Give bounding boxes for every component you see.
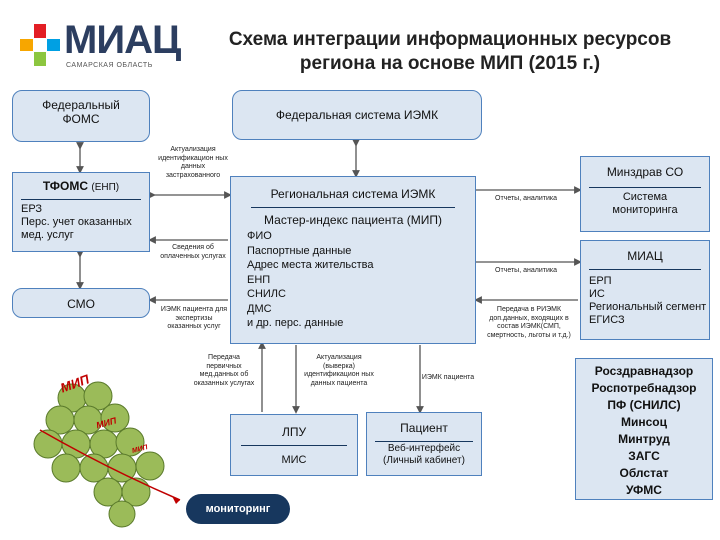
mip-item: и др. перс. данные [247,317,344,329]
label-riemk-transfer: Передача в РИЭМК доп.данных, входящих в … [487,306,571,339]
mip-item: ЕНП [247,273,271,286]
regional-iemk-box: Региональная система ИЭМК Мастер-индекс … [230,176,476,344]
minzdrav-box: Минздрав СО Система мониторинга [580,156,710,232]
logo-subtitle: САМАРСКАЯ ОБЛАСТЬ [66,62,153,69]
divider [589,187,701,188]
agency-item: ПФ (СНИЛС) [607,398,681,412]
mip-item: СНИЛС [247,288,286,300]
smo-box: СМО [12,288,150,318]
agency-item: Росздравнадзор [594,364,694,378]
federal-iemk-label: Федеральная система ИЭМК [275,108,439,122]
divider [251,207,455,208]
miac-body: ЕРП ИС Региональный сегмент ЕГИСЗ [589,275,707,326]
divider [375,441,473,442]
divider [589,269,701,270]
agencies-box: Росздравнадзор Роспотребнадзор ПФ (СНИЛС… [575,358,713,500]
page-title: Схема интеграции информационных ресурсов… [228,29,672,74]
logo: МИАЦ САМАРСКАЯ ОБЛАСТЬ [20,18,190,72]
label-actualization-top: Актуализация идентификацион ных данных з… [158,146,228,179]
lpu-title: ЛПУ [281,425,307,439]
tfoms-heading: ТФОМС (ЕНП) [13,173,149,195]
label-actualization-bottom: Актуализация (выверка) идентификацион ны… [304,354,374,387]
label-reports-1: Отчеты, аналитика [495,195,557,202]
agency-item: УФМС [626,483,662,497]
mip-title: Мастер-индекс пациента (МИП) [264,213,442,227]
label-paid-info: Сведения об оплаченных услугах [160,244,226,260]
label-reports-2: Отчеты, аналитика [495,267,557,274]
tfoms-subtitle: (ЕНП) [91,182,120,193]
miac-box: МИАЦ ЕРП ИС Региональный сегмент ЕГИСЗ [580,240,710,340]
agencies-list: Росздравнадзор Роспотребнадзор ПФ (СНИЛС… [576,359,712,499]
agency-item: Роспотребнадзор [591,381,697,395]
mip-item: Паспортные данные [247,244,352,257]
lpu-body: МИС [281,454,307,466]
federal-iemk-box: Федеральная система ИЭМК [232,90,482,140]
divider [241,445,347,446]
mip-item: ДМС [247,302,272,315]
mip-item: ФИО [247,230,272,242]
federal-foms-box: Федеральный ФОМС [12,90,150,142]
miac-title: МИАЦ [627,249,663,263]
label-iemk-expertise: ИЭМК пациента для экспертизы оказанных у… [160,306,228,330]
tfoms-box: ТФОМС (ЕНП) ЕРЗ Перс. учет оказанных мед… [12,172,150,252]
federal-foms-label: Федеральный ФОМС [42,98,120,126]
label-iemk-patient: ИЭМК пациента [421,374,475,381]
logo-name: МИАЦ [64,18,181,62]
agency-item: Минтруд [618,432,670,446]
smo-label: СМО [67,297,95,311]
agency-item: Облстат [619,466,669,480]
mip-list: ФИО Паспортные данные Адрес места житель… [231,227,475,331]
cross-logo-icon [20,24,60,66]
label-primary-transfer: Передача первичных мед.данных об оказанн… [193,354,255,387]
patient-box: Пациент Веб-интерфейс (Личный кабинет) [366,412,482,476]
tfoms-title: ТФОМС [42,179,89,193]
mip-item: Адрес места жительства [247,259,374,271]
divider [21,199,141,200]
monitoring-button[interactable]: мониторинг [186,494,290,524]
minzdrav-body: Система мониторинга [612,191,678,216]
agency-item: ЗАГС [628,449,660,463]
minzdrav-title: Минздрав СО [606,165,684,179]
tfoms-body: ЕРЗ Перс. учет оказанных мед. услуг [21,203,132,241]
regional-iemk-label: Региональная система ИЭМК [270,187,436,201]
patient-title: Пациент [400,421,448,435]
patient-body: Веб-интерфейс (Личный кабинет) [383,443,465,466]
lpu-box: ЛПУ МИС [230,414,358,476]
agency-item: Минсоц [620,415,667,429]
